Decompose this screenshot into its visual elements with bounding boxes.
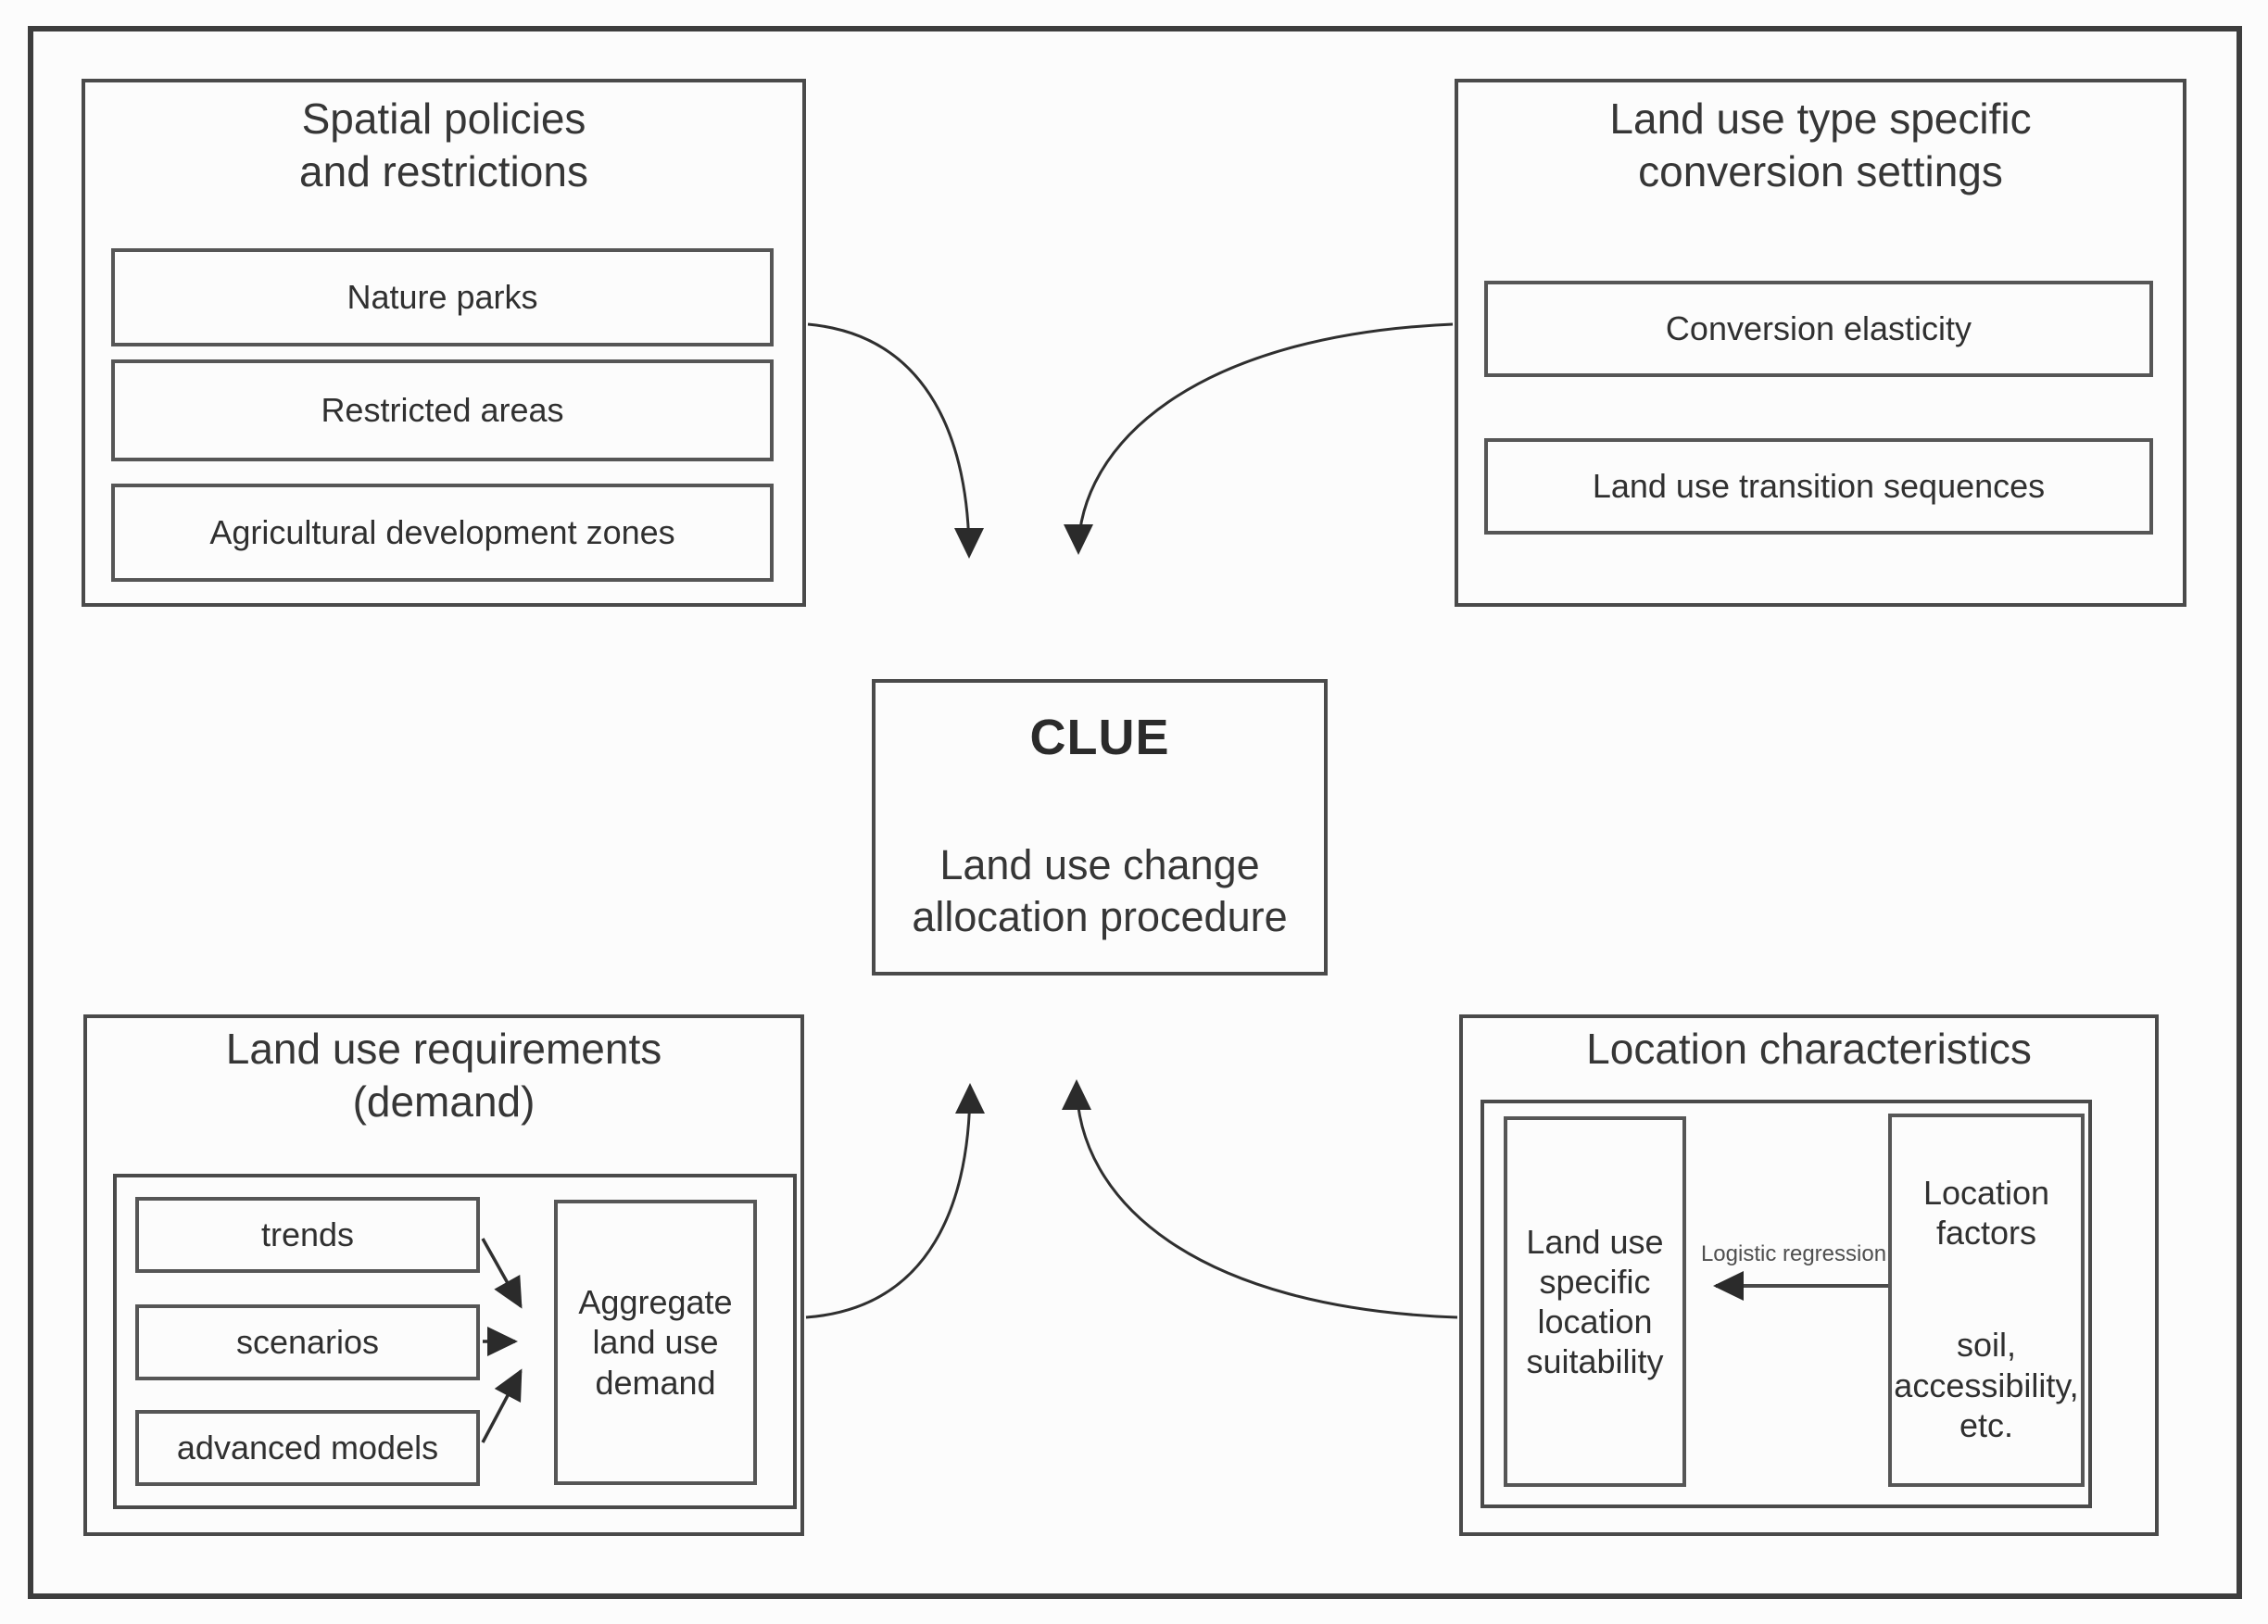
restricted-areas-label: Restricted areas xyxy=(321,391,564,430)
land-use-requirements-title-line2: (demand) xyxy=(352,1077,536,1127)
clue-subtitle: Land use change allocation procedure xyxy=(885,839,1315,944)
location-characteristics-box xyxy=(1459,1014,2159,1536)
aggregate-demand-box: Aggregate land use demand xyxy=(554,1200,757,1485)
clue-box: CLUE Land use change allocation procedur… xyxy=(872,679,1328,976)
demand-inner-box xyxy=(113,1174,797,1509)
spatial-policies-title: Spatial policies and restrictions xyxy=(82,93,806,198)
location-factors-box: Location factors soil, accessibility, et… xyxy=(1888,1114,2085,1487)
spatial-policies-box xyxy=(82,79,806,607)
location-factors-detail: soil, accessibility, etc. xyxy=(1894,1326,2079,1444)
nature-parks-box: Nature parks xyxy=(111,248,774,346)
location-suitability-label: Land use specific location suitability xyxy=(1526,1222,1664,1381)
conversion-settings-title-line2: conversion settings xyxy=(1638,147,2003,196)
location-suitability-box: Land use specific location suitability xyxy=(1504,1116,1686,1487)
land-use-transition-sequences-label: Land use transition sequences xyxy=(1592,467,2046,506)
land-use-transition-sequences-box: Land use transition sequences xyxy=(1484,438,2153,535)
conversion-settings-title-line1: Land use type specific xyxy=(1609,94,2032,143)
clue-acronym: CLUE xyxy=(1029,710,1170,765)
nature-parks-label: Nature parks xyxy=(346,278,538,317)
location-inner-box xyxy=(1480,1100,2092,1508)
conversion-elasticity-label: Conversion elasticity xyxy=(1665,309,1972,348)
aggregate-demand-label: Aggregate land use demand xyxy=(578,1283,733,1402)
spatial-policies-title-line2: and restrictions xyxy=(299,147,588,196)
scenarios-box: scenarios xyxy=(135,1304,480,1380)
clue-subtitle-line2: allocation procedure xyxy=(912,893,1288,941)
conversion-settings-title: Land use type specific conversion settin… xyxy=(1455,93,2186,198)
location-characteristics-title: Location characteristics xyxy=(1459,1023,2159,1076)
scenarios-label: scenarios xyxy=(235,1323,380,1362)
conversion-elasticity-box: Conversion elasticity xyxy=(1484,281,2153,377)
conversion-settings-box xyxy=(1455,79,2186,607)
spatial-policies-title-line1: Spatial policies xyxy=(301,94,586,143)
location-factors-heading: Location factors xyxy=(1922,1174,2050,1253)
agricultural-development-zones-box: Agricultural development zones xyxy=(111,484,774,582)
advanced-models-box: advanced models xyxy=(135,1410,480,1486)
agricultural-development-zones-label: Agricultural development zones xyxy=(209,513,675,552)
restricted-areas-box: Restricted areas xyxy=(111,359,774,461)
advanced-models-label: advanced models xyxy=(176,1429,439,1467)
trends-label: trends xyxy=(260,1215,355,1254)
logistic-regression-label: Logistic regression xyxy=(1700,1241,1887,1266)
outer-frame xyxy=(28,26,2242,1599)
clue-subtitle-line1: Land use change xyxy=(939,840,1260,888)
location-characteristics-title-line: Location characteristics xyxy=(1586,1025,2032,1073)
land-use-requirements-title: Land use requirements (demand) xyxy=(83,1023,804,1128)
trends-box: trends xyxy=(135,1197,480,1273)
land-use-requirements-box xyxy=(83,1014,804,1536)
land-use-requirements-title-line1: Land use requirements xyxy=(225,1025,662,1073)
